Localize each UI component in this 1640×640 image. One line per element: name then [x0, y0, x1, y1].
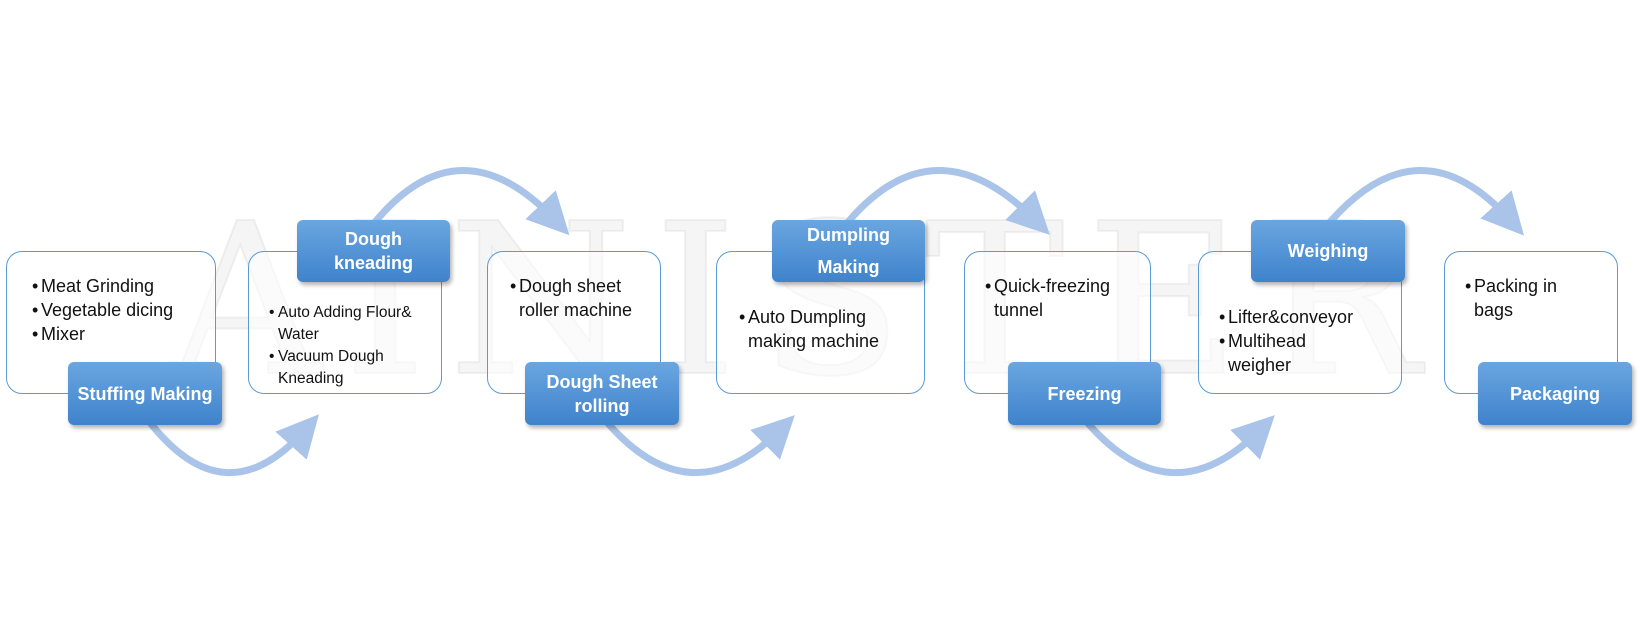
arrow-up-curve-1: [372, 167, 570, 236]
step-item: Vacuum Dough Kneading: [269, 346, 434, 390]
step-item: Packing in bags: [1465, 274, 1595, 322]
step-label-kneading: Dough kneading: [297, 220, 450, 282]
step-label-sheet-rolling: Dough Sheet rolling: [525, 362, 679, 425]
step-label-freezing: Freezing: [1008, 362, 1161, 425]
step-item: Vegetable dicing: [32, 298, 173, 322]
step-item: Quick-freezing tunnel: [985, 274, 1135, 322]
step-item: Mixer: [32, 322, 173, 346]
arrow-up-curve-2: [845, 167, 1050, 235]
step-item: Auto Adding Flour& Water: [269, 302, 434, 346]
step-box-kneading: Auto Adding Flour& Water Vacuum Dough Kn…: [248, 251, 442, 394]
step-item: Dough sheet roller machine: [510, 274, 650, 322]
step-item: Lifter&conveyor: [1219, 305, 1389, 329]
step-label-dumpling: Dumpling Making: [772, 220, 925, 282]
arrow-up-curve-3: [1327, 167, 1525, 236]
arrow-down-curve-1: [145, 414, 319, 477]
step-label-weighing: Weighing: [1251, 220, 1405, 282]
arrow-down-curve-3: [1082, 415, 1275, 476]
step-label-stuffing: Stuffing Making: [68, 362, 222, 425]
step-item: Auto Dumpling making machine: [739, 305, 909, 353]
step-item: Multihead weigher: [1219, 329, 1328, 377]
arrow-down-curve-2: [602, 415, 795, 476]
step-item: Meat Grinding: [32, 274, 173, 298]
step-label-packaging: Packaging: [1478, 362, 1632, 425]
